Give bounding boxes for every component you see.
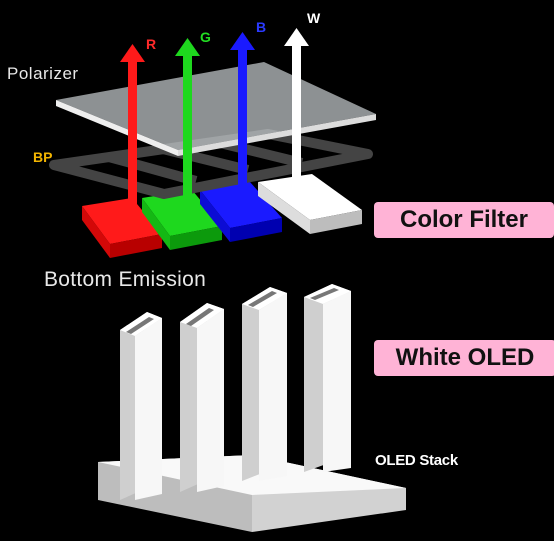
color-filter-label: Color Filter	[374, 202, 554, 238]
pillar-1	[120, 312, 162, 500]
oled-stack-label: OLED Stack	[375, 452, 458, 469]
pillar-2	[180, 303, 224, 492]
arrow-label-b: B	[256, 19, 267, 35]
arrow-label-g: G	[200, 29, 211, 45]
arrow-green	[175, 38, 200, 214]
filter-red	[82, 198, 162, 258]
base-plate	[98, 455, 406, 532]
white-oled-label: White OLED	[374, 340, 554, 376]
pillar-4	[304, 284, 351, 472]
arrow-white	[284, 28, 309, 199]
bottom-emission-label: Bottom Emission	[44, 268, 207, 291]
pillar-3	[242, 287, 287, 481]
filter-white	[258, 174, 362, 234]
polarizer-label: Polarizer	[7, 64, 79, 83]
arrow-label-r: R	[146, 36, 157, 52]
bp-label: BP	[33, 149, 53, 165]
arrow-blue	[230, 32, 255, 208]
arrow-label-w: W	[307, 10, 321, 26]
arrow-red	[120, 44, 145, 220]
filter-green	[142, 190, 222, 250]
